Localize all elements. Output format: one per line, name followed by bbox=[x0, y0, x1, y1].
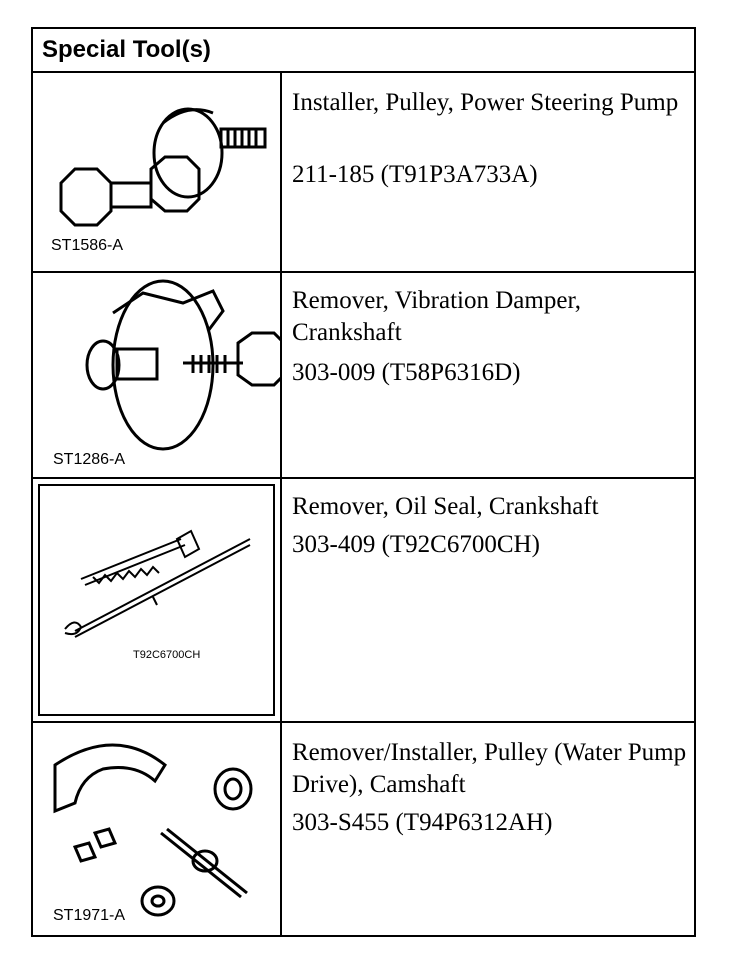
tool-part-number: 303-409 (T92C6700CH) bbox=[292, 531, 540, 558]
tool-image-cell: ST1586-A bbox=[33, 73, 282, 271]
pulley-remover-installer-illustration bbox=[53, 743, 253, 917]
tool-text-cell: Remover/Installer, Pulley (Water Pump Dr… bbox=[282, 723, 694, 935]
tool-description: Remover/Installer, Pulley (Water Pump Dr… bbox=[292, 739, 687, 798]
table-header: Special Tool(s) bbox=[33, 29, 694, 73]
tool-image-frame bbox=[38, 484, 275, 716]
tool-image-code: ST1586-A bbox=[51, 237, 124, 254]
tool-row-4: ST1971-A Remover/Installer, Pulley (Wate… bbox=[33, 723, 694, 935]
vibration-damper-remover-illustration bbox=[85, 279, 280, 451]
tool-text-cell: Remover, Vibration Damper, Crankshaft 30… bbox=[282, 273, 694, 477]
tool-row-3: T92C6700CH Remover, Oil Seal, Crankshaft… bbox=[33, 479, 694, 723]
tool-description: Remover, Oil Seal, Crankshaft bbox=[292, 493, 599, 520]
tool-part-number: 211-185 (T91P3A733A) bbox=[292, 161, 538, 188]
tool-row-1: ST1586-A Installer, Pulley, Power Steeri… bbox=[33, 73, 694, 273]
tool-image-cell: ST1286-A bbox=[33, 273, 282, 477]
pulley-installer-illustration bbox=[59, 107, 267, 227]
tool-part-number: 303-009 (T58P6316D) bbox=[292, 359, 521, 386]
tool-image-code: ST1286-A bbox=[53, 451, 126, 468]
tool-description: Installer, Pulley, Power Steering Pump bbox=[292, 89, 679, 116]
tool-part-number: 303-S455 (T94P6312AH) bbox=[292, 809, 553, 836]
tool-image-cell: T92C6700CH bbox=[33, 479, 282, 721]
tool-image-code: ST1971-A bbox=[53, 907, 126, 924]
special-tools-table: Special Tool(s) ST1586-A Installer, Pull… bbox=[31, 27, 696, 937]
table-title: Special Tool(s) bbox=[42, 36, 211, 63]
tool-image-cell: ST1971-A bbox=[33, 723, 282, 935]
tool-text-cell: Remover, Oil Seal, Crankshaft 303-409 (T… bbox=[282, 479, 694, 721]
tool-description: Remover, Vibration Damper, Crankshaft bbox=[292, 287, 582, 346]
tool-row-2: ST1286-A Remover, Vibration Damper, Cran… bbox=[33, 273, 694, 479]
tool-image-code: T92C6700CH bbox=[133, 649, 201, 661]
oil-seal-remover-illustration bbox=[64, 529, 251, 638]
tool-text-cell: Installer, Pulley, Power Steering Pump 2… bbox=[282, 73, 694, 271]
